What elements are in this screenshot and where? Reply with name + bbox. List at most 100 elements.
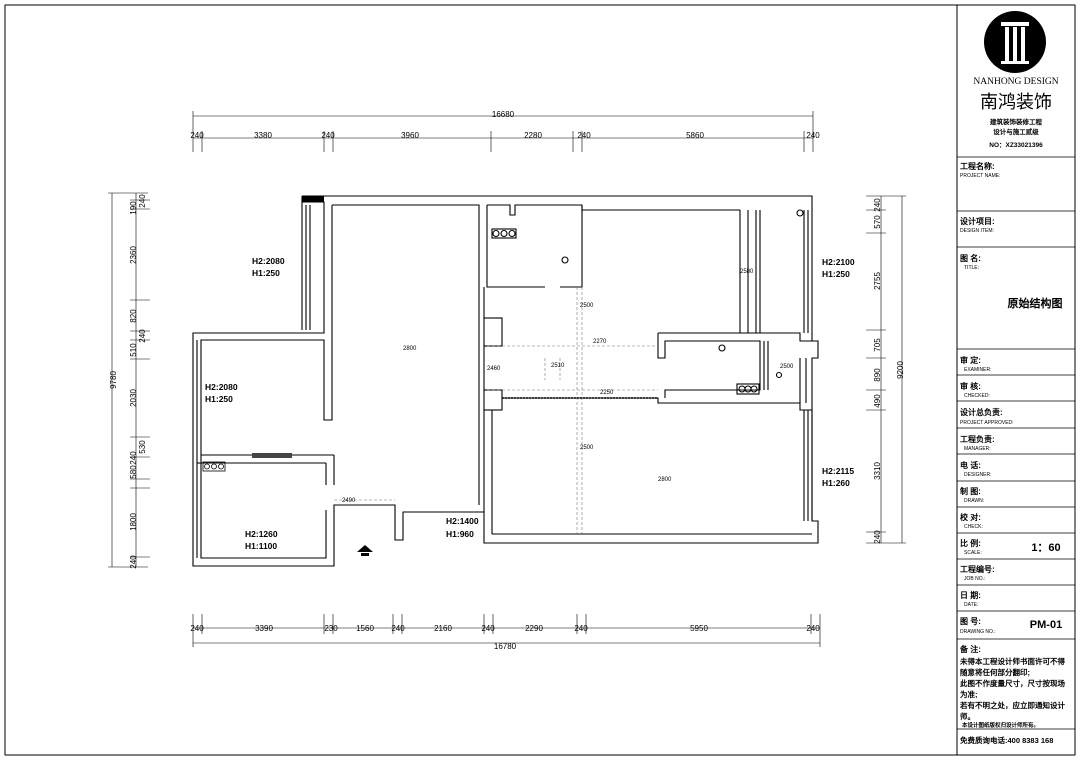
checked-label-en: CHECKED:	[964, 393, 990, 399]
manager-label: 工程负责:	[960, 434, 995, 444]
title-block: NANHONG DESIGN 南鸿装饰 建筑装饰装修工程 设计与施工贰级 NO：…	[957, 11, 1075, 745]
examiner-label: 审 定:	[960, 355, 981, 365]
drawing-title-label-en: TITLE:	[964, 265, 979, 271]
bottom-dim-9: 240	[574, 624, 588, 633]
drawing-title-value: 原始结构图	[1008, 296, 1063, 310]
left-dim-4: 820	[129, 309, 138, 323]
scale-value: 1：60	[1031, 542, 1060, 554]
room-label-bl-h1: H1:1100	[245, 541, 277, 551]
date-label-en: DATE:	[964, 602, 978, 608]
bottom-dim-6: 2160	[434, 624, 452, 633]
right-dim-7: 3310	[873, 462, 882, 480]
note-line: 为准;	[960, 689, 978, 699]
room-label-br-h2: H2:2115	[822, 466, 854, 476]
left-dim-5: 240	[138, 329, 147, 343]
qualification-line-2: 设计与施工贰级	[993, 127, 1039, 136]
left-total-dim: 9780	[109, 371, 118, 389]
bottom-dim-1: 240	[190, 624, 204, 633]
top-dimensions	[192, 111, 814, 152]
top-dim-6: 240	[577, 131, 591, 140]
height-marker: 2460	[487, 366, 501, 372]
job-label-en: JOB NO.:	[964, 576, 985, 582]
left-dim-3: 2360	[129, 246, 138, 264]
height-marker: 2250	[600, 390, 614, 396]
bottom-dim-10: 5950	[690, 624, 708, 633]
note-line: 此图不作度量尺寸，尺寸按现场	[960, 678, 1065, 688]
kitchen-counter	[252, 453, 292, 458]
drawn-label: 制 图:	[960, 486, 981, 496]
left-dimensions	[108, 192, 150, 568]
room-label-bc-h2: H2:1400	[446, 516, 479, 526]
right-dim-1: 240	[873, 198, 882, 212]
design-item-label: 设计项目:	[960, 216, 995, 226]
check-label: 校 对:	[960, 512, 981, 522]
column-icon	[1001, 22, 1029, 64]
bottom-dim-2: 3390	[255, 624, 273, 633]
company-name-en: NANHONG DESIGN	[973, 77, 1058, 87]
check-label-en: CHECK:	[964, 524, 983, 530]
right-dim-2: 570	[873, 215, 882, 229]
left-dim-11: 1800	[129, 513, 138, 531]
bottom-dim-7: 240	[481, 624, 495, 633]
height-marker: 2490	[342, 498, 356, 504]
right-dim-6: 490	[873, 394, 882, 408]
left-dim-6: 510	[129, 343, 138, 357]
bottom-dim-5: 240	[391, 624, 405, 633]
room-label-tl-h2: H2:2080	[252, 256, 285, 266]
room-label-bl-h2: H2:1260	[245, 529, 278, 539]
left-dim-2: 240	[138, 194, 147, 208]
room-label-tl-h1: H1:250	[252, 268, 280, 278]
left-dim-9: 580	[129, 465, 138, 479]
room-label-br-h1: H1:260	[822, 478, 850, 488]
right-total-dim: 9200	[896, 361, 905, 379]
title-block-rows	[957, 156, 1075, 730]
bottom-total-dim: 16780	[494, 642, 517, 651]
note-line: 师。	[960, 711, 975, 721]
column-block	[302, 196, 324, 202]
bottom-dim-11: 240	[806, 624, 820, 633]
approved-label-en: PROJECT APPROVED:	[960, 420, 1014, 426]
right-dim-8: 240	[873, 530, 882, 544]
company-name-cn: 南鸿装饰	[980, 92, 1052, 112]
note-line: 若有不明之处，应立即通知设计	[959, 700, 1065, 710]
scale-label-en: SCALE:	[964, 550, 982, 556]
top-dim-5: 2280	[524, 131, 542, 140]
top-dim-1: 240	[190, 131, 204, 140]
left-dim-8: 530	[138, 440, 147, 454]
designer-label: 电 话:	[960, 460, 981, 470]
top-dim-8: 240	[806, 131, 820, 140]
height-markers: 2800 2800 2580 2500 2270 2460 2510 2500 …	[342, 269, 794, 504]
license-number: NO：XZ33021396	[989, 142, 1043, 149]
height-marker: 2500	[580, 445, 594, 451]
note-line: 未得本工程设计师书面许可不得	[960, 656, 1065, 666]
approved-label: 设计总负责:	[960, 407, 1003, 417]
top-dim-7: 5860	[686, 131, 704, 140]
bottom-dimensions	[192, 614, 821, 647]
right-dim-5: 890	[873, 368, 882, 382]
left-dim-1: 190	[129, 201, 138, 215]
project-name-label: 工程名称:	[960, 161, 995, 171]
copyright-note: 本设计图纸版权归设计师所有。	[962, 721, 1039, 729]
beam-lines	[334, 287, 658, 534]
entrance-arrow-base	[361, 553, 369, 556]
top-dim-2: 3380	[254, 131, 272, 140]
right-dimensions	[866, 195, 906, 544]
design-item-label-en: DESIGN ITEM:	[960, 228, 994, 234]
room-label-tr-h1: H1:250	[822, 269, 850, 279]
height-marker: 2580	[740, 269, 754, 275]
left-dim-7: 2030	[129, 389, 138, 407]
top-total-dim: 16680	[492, 110, 515, 119]
bottom-dim-8: 2290	[525, 624, 543, 633]
right-dim-3: 2755	[873, 272, 882, 290]
height-marker: 2510	[551, 363, 565, 369]
room-label-ml-h2: H2:2080	[205, 382, 238, 392]
manager-label-en: MANAGER:	[964, 446, 991, 452]
room-label-ml-h1: H1:250	[205, 394, 233, 404]
qualification-line-1: 建筑装饰装修工程	[989, 117, 1043, 126]
right-dim-4: 705	[873, 338, 882, 352]
floor-plan-walls	[192, 195, 819, 567]
job-label: 工程编号:	[960, 564, 995, 574]
top-dim-4: 3960	[401, 131, 419, 140]
entrance-arrow-icon	[357, 545, 373, 552]
